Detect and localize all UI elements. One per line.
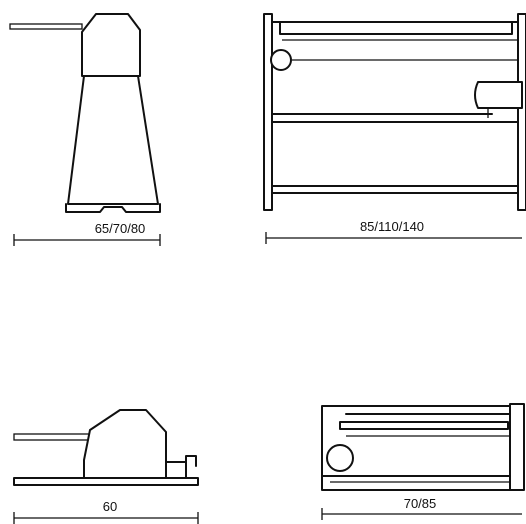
crank-handle [165, 455, 197, 479]
dimension-label-view-3: 60 [103, 499, 117, 514]
front-view-compact-machine [321, 403, 525, 491]
machine-bed-compact [13, 477, 199, 486]
feed-table [9, 23, 83, 30]
dimension-label-view-1: 65/70/80 [95, 221, 146, 236]
base-foot [65, 203, 161, 213]
machine-head [81, 13, 141, 77]
dimension-line-view-3 [13, 512, 199, 524]
machine-base [67, 75, 159, 205]
dimension-line-view-4 [321, 508, 522, 520]
side-view-compact-machine [13, 409, 199, 486]
feed-table-compact [13, 433, 101, 441]
motor [474, 81, 523, 109]
dimension-line-view-1 [13, 234, 161, 246]
side-view-tall-machine [9, 13, 161, 213]
machine-head-compact [83, 409, 167, 479]
front-view-wide-machine [263, 13, 526, 211]
roller-compact [326, 444, 354, 472]
roller-upper [270, 49, 292, 71]
dimension-line-view-2 [265, 232, 522, 244]
dimension-label-view-2: 85/110/140 [360, 219, 424, 234]
dimension-label-view-4: 70/85 [404, 496, 437, 511]
